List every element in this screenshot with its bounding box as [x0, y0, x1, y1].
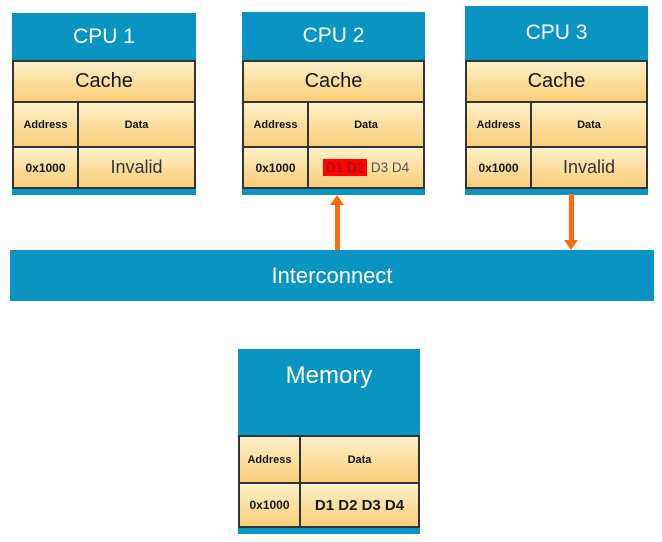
memory-table: Address Data 0x1000 D1 D2 D3 D4: [238, 435, 420, 528]
memory-data-header: Data: [347, 453, 372, 466]
cpu2-data-header: Data: [354, 118, 378, 131]
cpu1-cache-table: Cache Address Data 0x1000 Invalid: [12, 60, 196, 189]
cpu3-table-header-row: Address Data: [467, 101, 646, 146]
interconnect-bar: Interconnect: [10, 250, 654, 301]
memory-table-header-row: Address Data: [240, 437, 418, 482]
cpu1-entry-address: 0x1000: [14, 148, 79, 187]
cpu3-interconnect-connector: [564, 194, 578, 250]
memory-entry-data: D1 D2 D3 D4: [314, 496, 405, 514]
memory-address-header: Address: [240, 437, 301, 482]
cpu1-table-header-row: Address Data: [14, 101, 194, 146]
connector-line: [334, 203, 340, 250]
cpu1-block: CPU 1 Cache Address Data 0x1000 Invalid: [12, 13, 196, 195]
cpu3-title: CPU 3: [525, 21, 588, 44]
cpu2-cache-entry-row: 0x1000 D1 D2 D3 D4: [244, 146, 423, 187]
memory-block: Memory Address Data 0x1000 D1 D2 D3 D4: [238, 349, 420, 534]
interconnect-label: Interconnect: [271, 262, 393, 288]
cpu1-cache-entry-row: 0x1000 Invalid: [14, 146, 194, 187]
cpu2-cache-table: Cache Address Data 0x1000 D1 D2 D3 D4: [242, 60, 425, 189]
cpu3-cache-entry-row: 0x1000 Invalid: [467, 146, 646, 187]
cpu3-entry-data: Invalid: [562, 157, 616, 177]
arrow-up-icon: [330, 195, 344, 205]
cpu1-data-header: Data: [124, 118, 149, 131]
cpu3-cache-label: Cache: [467, 62, 646, 101]
cpu1-title: CPU 1: [73, 24, 135, 48]
cpu3-address-header: Address: [467, 103, 532, 146]
cpu3-block: CPU 3 Cache Address Data 0x1000 Invalid: [465, 6, 648, 195]
memory-entry-row: 0x1000 D1 D2 D3 D4: [240, 482, 418, 526]
cpu3-cache-table: Cache Address Data 0x1000 Invalid: [465, 60, 648, 189]
cpu2-title: CPU 2: [302, 24, 365, 47]
cpu3-entry-address: 0x1000: [467, 148, 532, 187]
cpu2-entry-data: D1 D2 D3 D4: [309, 148, 423, 187]
cpu1-entry-data: Invalid: [110, 157, 163, 177]
cpu3-data-header: Data: [577, 118, 601, 131]
memory-title: Memory: [285, 362, 373, 389]
cpu2-data-rest: D3 D4: [370, 160, 410, 175]
cpu2-entry-address: 0x1000: [244, 148, 309, 187]
cpu2-table-header-row: Address Data: [244, 101, 423, 146]
cpu1-cache-label: Cache: [14, 62, 194, 101]
cpu2-cache-label: Cache: [244, 62, 423, 101]
connector-line: [568, 194, 574, 242]
cpu2-block: CPU 2 Cache Address Data 0x1000 D1 D2 D3…: [242, 12, 425, 195]
memory-entry-address: 0x1000: [240, 484, 301, 526]
arrow-down-icon: [564, 240, 578, 250]
cpu2-address-header: Address: [244, 103, 309, 146]
cpu1-address-header: Address: [14, 103, 79, 146]
cpu2-interconnect-connector: [330, 195, 344, 250]
cpu2-data-highlighted: D1 D2: [322, 159, 368, 176]
